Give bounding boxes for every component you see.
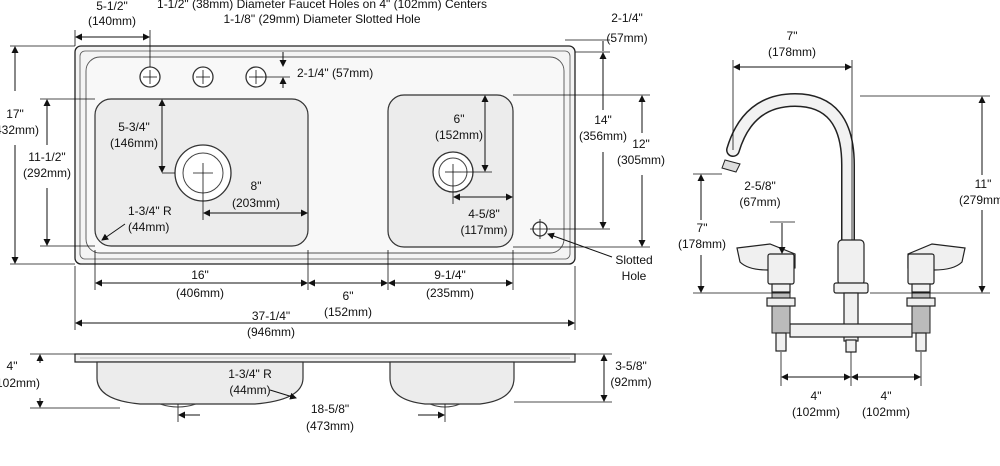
dim-5-3-4-mm: (146mm) xyxy=(110,136,158,150)
dim-9-1-4-mm: (235mm) xyxy=(426,286,474,300)
dim-4-5-8-mm: (117mm) xyxy=(460,223,507,237)
dim-12-mm: (305mm) xyxy=(617,153,665,167)
faucet-hole xyxy=(192,66,214,88)
dim-17-mm: (432mm) xyxy=(0,123,39,137)
dim-6-mid-in: 6" xyxy=(343,289,354,303)
dim-9-1-4-in: 9-1/4" xyxy=(434,268,466,282)
dim-1-3-4-r-side-in: 1-3/4" R xyxy=(228,367,272,381)
dim-7-height-in: 7" xyxy=(697,221,708,235)
dim-2-1-4-top-in: 2-1/4" xyxy=(611,11,643,25)
dim-4-depth-mm: (102mm) xyxy=(0,376,40,390)
sink-side-view xyxy=(74,353,576,408)
dim-17-in: 17" xyxy=(6,107,24,121)
header-slotted-hole-note: 1-1/8" (29mm) Diameter Slotted Hole xyxy=(224,12,421,26)
dim-14-in: 14" xyxy=(594,113,612,127)
dim-5-1-2-mm: (140mm) xyxy=(88,14,136,28)
dim-4-right-mm: (102mm) xyxy=(862,405,910,419)
dim-6-bowl-in: 6" xyxy=(454,112,465,126)
faucet-side-view xyxy=(721,92,966,353)
dim-11-faucet-mm: (279mm) xyxy=(959,193,1000,207)
dim-2-5-8-in: 2-5/8" xyxy=(744,179,776,193)
faucet-hole xyxy=(139,66,161,88)
dim-5-3-4-in: 5-3/4" xyxy=(118,120,150,134)
dim-6-bowl-mm: (152mm) xyxy=(435,128,483,142)
slotted-hole-label-line2: Hole xyxy=(622,269,647,283)
dim-8-in: 8" xyxy=(251,179,262,193)
dim-11-1-2-in: 11-1/2" xyxy=(28,150,65,164)
dim-37-1-4-in: 37-1/4" xyxy=(252,309,290,323)
dim-18-5-8-in: 18-5/8" xyxy=(311,402,349,416)
slotted-hole-label-line1: Slotted xyxy=(615,253,652,267)
slotted-hole xyxy=(530,219,550,239)
dim-16-mm: (406mm) xyxy=(176,286,224,300)
dim-18-5-8-mm: (473mm) xyxy=(306,419,354,433)
dim-4-left-in: 4" xyxy=(811,389,822,403)
dim-2-1-4-top-mm: (57mm) xyxy=(606,31,647,45)
header-faucet-holes-note: 1-1/2" (38mm) Diameter Faucet Holes on 4… xyxy=(157,0,487,11)
dim-1-3-4-r-side-mm: (44mm) xyxy=(229,383,270,397)
dim-1-3-4-r-in: 1-3/4" R xyxy=(128,204,172,218)
dim-5-1-2-in: 5-1/2" xyxy=(96,0,128,13)
left-bowl-profile xyxy=(96,361,304,405)
dim-7-height-mm: (178mm) xyxy=(678,237,726,251)
dim-12-in: 12" xyxy=(632,137,650,151)
right-handle-valve xyxy=(906,243,966,352)
right-bowl-profile xyxy=(389,361,515,405)
dim-11-faucet-in: 11" xyxy=(975,177,992,191)
dim-6-mid-mm: (152mm) xyxy=(324,305,372,319)
dim-1-3-4-r-mm: (44mm) xyxy=(128,220,169,234)
dim-7-spout-mm: (178mm) xyxy=(768,45,816,59)
dim-2-1-4-holes: 2-1/4" (57mm) xyxy=(297,66,373,80)
dim-2-5-8-mm: (67mm) xyxy=(739,195,780,209)
dim-11-1-2-mm: (292mm) xyxy=(23,166,71,180)
dim-4-depth-in: 4" xyxy=(7,359,18,373)
dim-4-right-in: 4" xyxy=(881,389,892,403)
left-handle-valve xyxy=(736,243,796,352)
dim-3-5-8-mm: (92mm) xyxy=(610,375,651,389)
dim-4-left-mm: (102mm) xyxy=(792,405,840,419)
dim-8-mm: (203mm) xyxy=(232,196,280,210)
dim-16-in: 16" xyxy=(191,268,209,282)
dim-7-spout-in: 7" xyxy=(787,29,798,43)
dim-37-1-4-mm: (946mm) xyxy=(247,325,295,339)
dim-4-5-8-in: 4-5/8" xyxy=(468,207,500,221)
dim-14-mm: (356mm) xyxy=(579,129,627,143)
dim-3-5-8-in: 3-5/8" xyxy=(615,359,647,373)
